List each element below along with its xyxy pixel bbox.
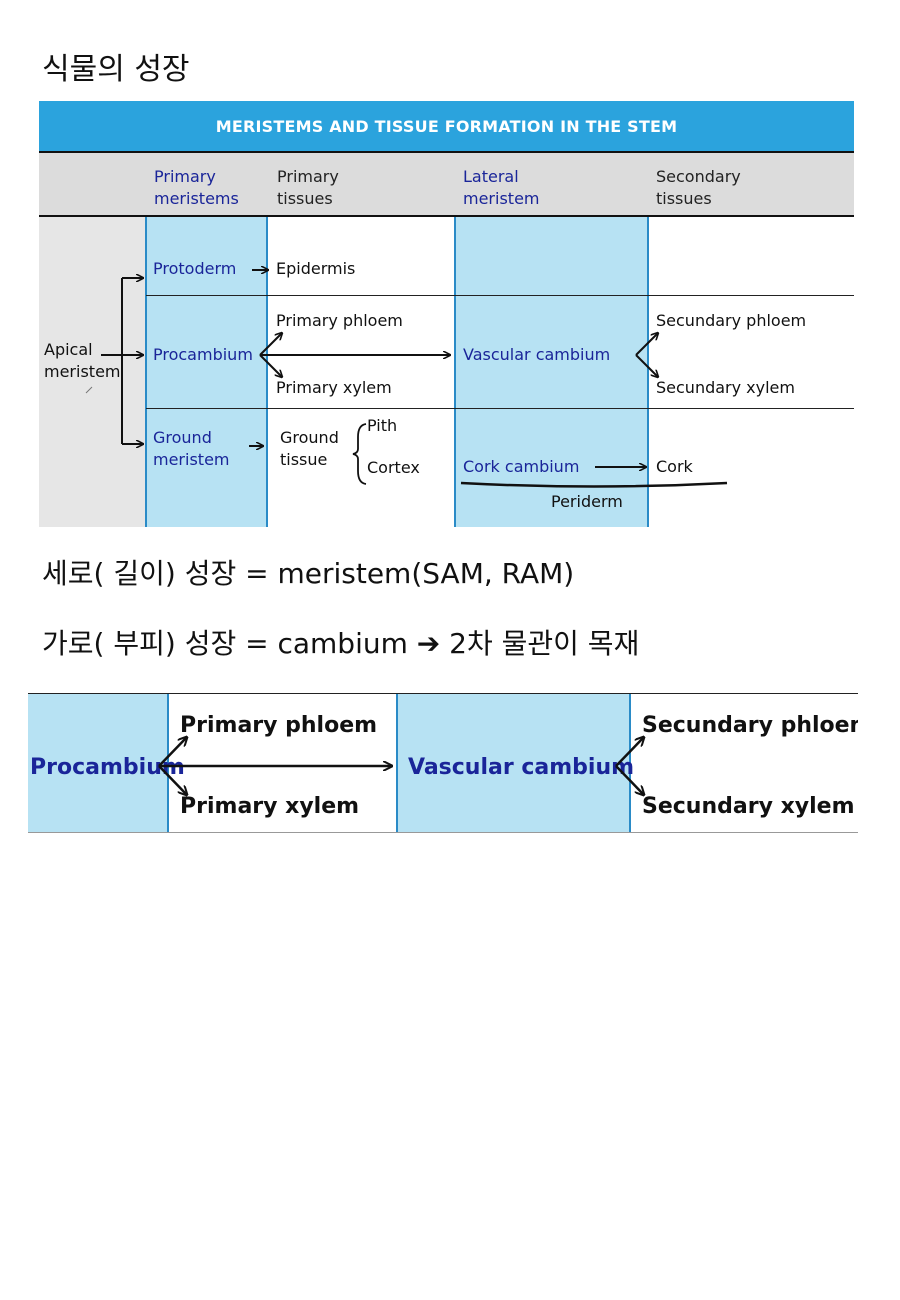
vascular-cambium-label: Vascular cambium xyxy=(463,345,611,364)
header-primary-meristems: Primary meristems xyxy=(154,167,239,208)
detail-arrows xyxy=(158,694,858,832)
row-divider xyxy=(146,408,854,409)
ground-meristem-label: Ground meristem xyxy=(153,428,230,469)
meristem-diagram: MERISTEMS AND TISSUE FORMATION IN THE ST… xyxy=(39,101,854,527)
vertical-growth-note: 세로( 길이) 성장 = meristem(SAM, RAM) xyxy=(42,557,575,590)
primary-meristem-column xyxy=(146,217,267,527)
diagram-arrows xyxy=(85,101,728,488)
ground-tissue-label: Ground tissue xyxy=(280,428,339,469)
vascular-cambium-label: Vascular cambium xyxy=(408,755,635,780)
protoderm-label: Protoderm xyxy=(153,259,237,278)
secundary-phloem-label: Secundary phloem xyxy=(656,311,807,330)
secundary-phloem-label: Secundary phloem xyxy=(642,713,858,738)
column-divider xyxy=(396,694,398,832)
cortex-label: Cortex xyxy=(367,458,420,477)
column-divider xyxy=(629,694,631,832)
header-lateral-meristem: Lateral meristem xyxy=(463,167,540,208)
cork-label: Cork xyxy=(656,457,693,476)
primary-phloem-label: Primary phloem xyxy=(276,311,403,330)
horizontal-growth-note: 가로( 부피) 성장 = cambium ➔ 2차 물관이 목재 xyxy=(42,627,640,660)
procambium-label: Procambium xyxy=(153,345,253,364)
header-secondary-tissues: Secondary tissues xyxy=(656,167,741,208)
apical-meristem-label: Apical meristem xyxy=(44,340,121,381)
periderm-label: Periderm xyxy=(551,492,623,511)
column-divider xyxy=(167,694,169,832)
page-title: 식물의 성장 xyxy=(42,52,190,87)
primary-xylem-label: Primary xylem xyxy=(276,378,392,397)
header-primary-tissues: Primary tissues xyxy=(277,167,339,208)
column-divider xyxy=(266,217,268,527)
primary-xylem-label: Primary xylem xyxy=(180,794,360,819)
diagram-header-band xyxy=(39,151,854,217)
row-divider xyxy=(146,295,854,296)
arrow-right-icon: ➔ xyxy=(416,627,441,660)
column-divider xyxy=(647,217,649,527)
column-divider xyxy=(454,217,456,527)
cork-cambium-label: Cork cambium xyxy=(463,457,580,476)
primary-phloem-label: Primary phloem xyxy=(180,713,378,738)
procambium-column xyxy=(28,694,168,832)
diagram-banner: MERISTEMS AND TISSUE FORMATION IN THE ST… xyxy=(39,101,854,151)
vascular-detail-diagram: Procambium Primary phloem Primary xylem … xyxy=(28,693,858,833)
epidermis-label: Epidermis xyxy=(276,259,356,278)
pencil-mark-icon xyxy=(85,386,93,394)
vascular-cambium-column xyxy=(397,694,630,832)
column-divider xyxy=(145,217,147,527)
lateral-meristem-column xyxy=(455,217,648,527)
secundary-xylem-label: Secundary xylem xyxy=(642,794,855,819)
secundary-xylem-label: Secundary xylem xyxy=(656,378,795,397)
pith-label: Pith xyxy=(367,416,398,435)
apical-column-band xyxy=(39,217,146,527)
